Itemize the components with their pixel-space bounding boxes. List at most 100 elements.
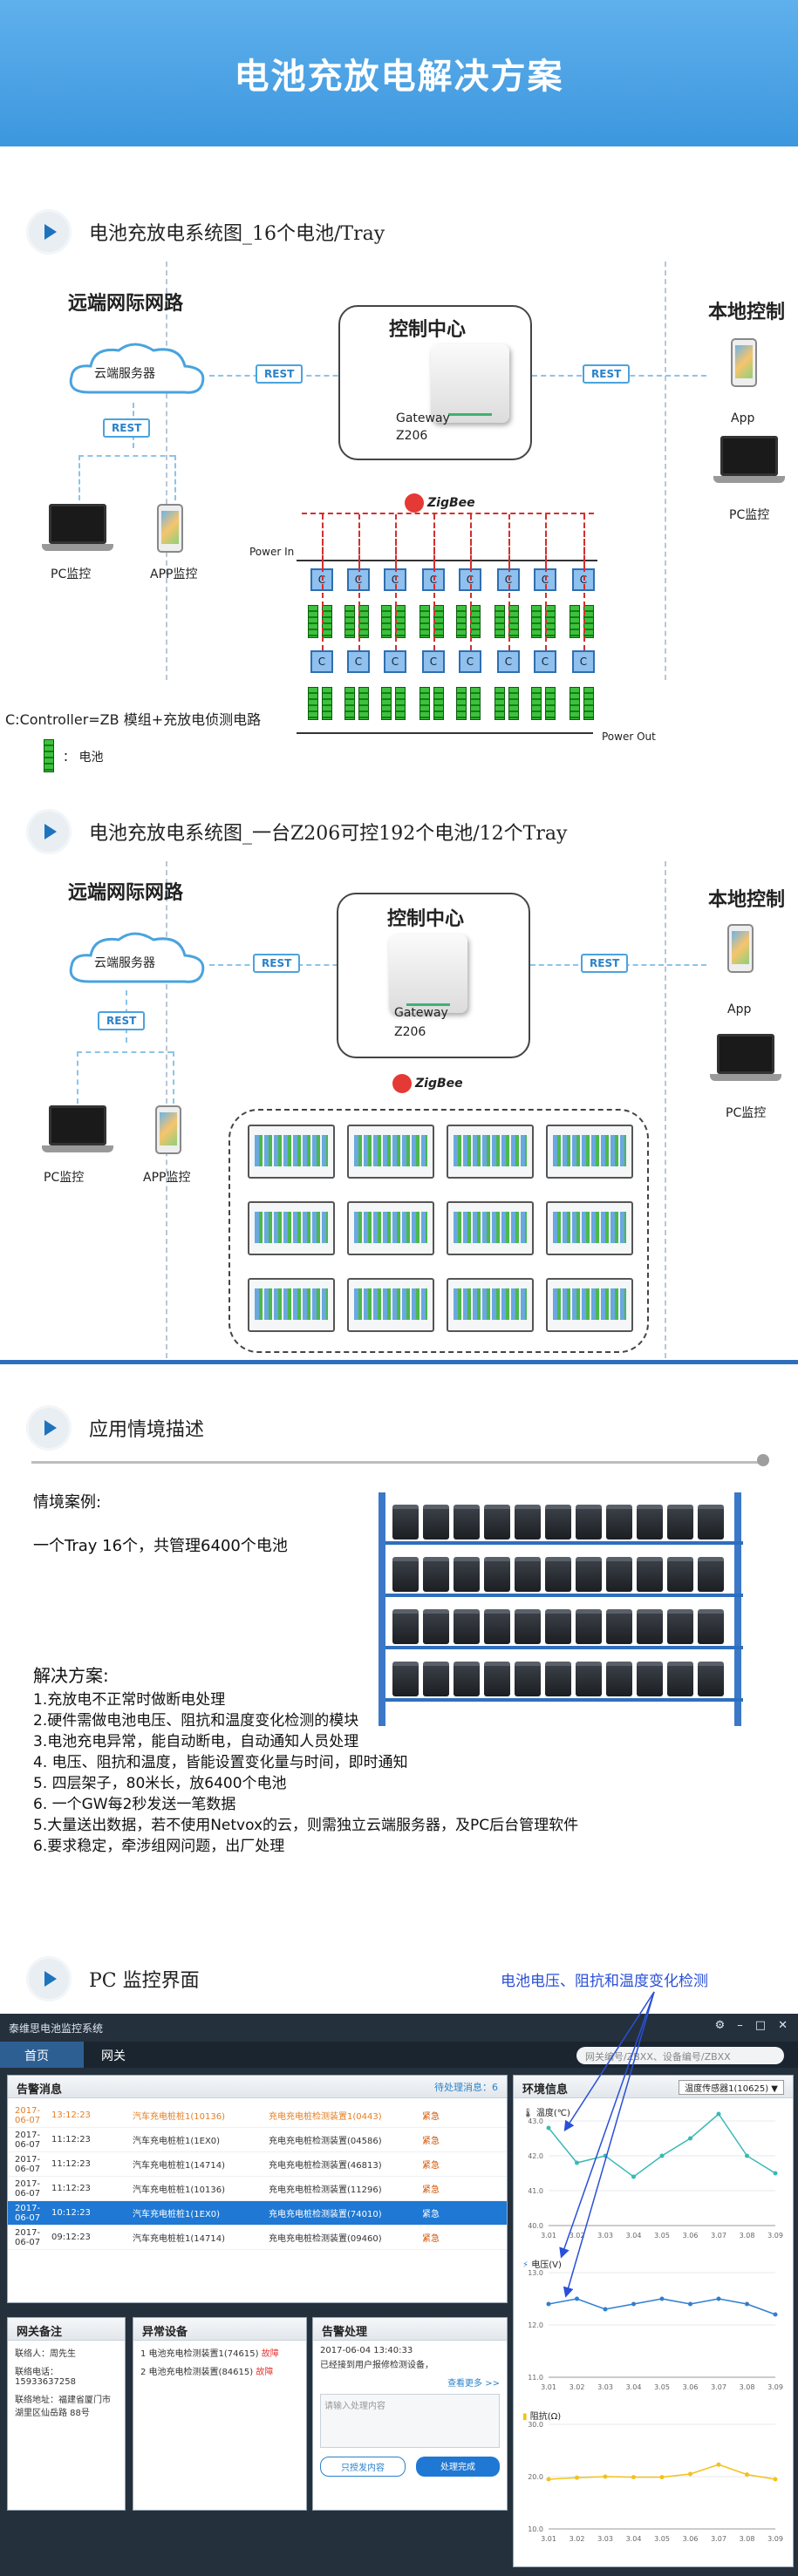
battery-icon [322,687,332,720]
control-center-label: 控制中心 [389,319,467,341]
battery-tray [248,1201,335,1255]
nav-gateway-tab[interactable]: 网关 [101,2047,126,2064]
nav-gateway-label: 网关 [101,2049,126,2063]
remote-network-label: 远端网际网路 [68,882,184,904]
data-point [716,2462,721,2467]
y-tick-label: 10.0 [528,2525,543,2533]
phone-icon [155,1105,181,1154]
maximize-icon[interactable]: □ [754,2019,767,2032]
gateway-model: Z206 [394,1025,426,1039]
alarm-lvl: 紧急 [422,2185,440,2195]
settings-icon[interactable]: ⚙ [714,2019,726,2032]
x-tick-label: 3.08 [740,2535,755,2543]
section3-title: 应用情境描述 [89,1419,205,1441]
y-tick-label: 43.0 [528,2117,543,2125]
controller-box: C [459,650,481,673]
controller-box: C [534,650,556,673]
shelf-pole-left [379,1492,385,1726]
data-point [659,2153,665,2158]
save-content-button[interactable]: 只授发内容 [320,2457,406,2477]
laptop-icon [713,436,785,488]
zigbee-link [395,514,397,650]
shelf-row [385,1501,743,1545]
battery-icon [456,605,467,638]
section2-header: 电池充放电系统图_一台Z206可控192个电池/12个Tray [26,809,567,854]
abnormal-row[interactable]: 2 电池充电检测装置(84615) 故障 [140,2364,299,2377]
zigbee-logo: ZigBee [392,1074,463,1093]
alarm-date: 2017-06-07 [15,2105,41,2125]
phone-icon [731,338,757,387]
link-branch [78,455,174,457]
legend-battery: ： 电池 [63,751,104,765]
alarm-src: 汽车充电桩桩1(14714) [133,2161,225,2171]
data-point [688,2301,692,2307]
solution-item: 4. 电压、阻抗和温度，皆能设置变化量与时间，即时通知 [33,1754,408,1771]
pc-monitor-label: PC监控 [44,1171,85,1185]
section3-header: 应用情境描述 [26,1405,204,1451]
battery-icon [419,605,430,638]
battery-icon [494,605,505,638]
battery-icon [531,605,542,638]
contact-title: 网关备注 [8,2318,125,2341]
done-button[interactable]: 处理完成 [416,2457,500,2477]
x-tick-label: 3.07 [711,2232,726,2240]
remote-network-label: 远端网际网路 [68,293,184,315]
search-input[interactable]: 网关编号/ZBXX、设备编号/ZBXX [576,2047,784,2064]
callout-arrows [559,1991,655,2298]
section4-title: PC 监控界面 [89,1970,200,1992]
laptop-icon [42,504,113,556]
x-tick-label: 3.09 [767,2232,783,2240]
local-control-label: 本地控制 [708,302,786,323]
rest-badge: REST [256,364,304,384]
zigbee-logo: ZigBee [405,493,475,513]
solution-item: 5. 四层架子，80米长，放6400个电池 [33,1775,287,1792]
handle-input[interactable]: 请输入处理内容 [320,2394,500,2448]
sensor-select-value: 温度传感器1(10625) [685,2084,769,2094]
abnormal-no: 1 [140,2349,149,2359]
zigbee-label: ZigBee [415,1077,463,1091]
section-divider [0,1360,798,1364]
controller-box: C [572,650,595,673]
alarm-src: 汽车充电桩桩1(10136) [133,2185,225,2195]
abnormal-row[interactable]: 1 电池充电检测装置1(74615) 故障 [140,2346,299,2359]
alarm-dev: 充电充电桩检测装置(74010) [269,2210,382,2219]
battery-icon [44,739,54,772]
shelf-pole-right [734,1492,741,1726]
abnormal-state: 故障 [261,2349,279,2359]
zigbee-bus [302,513,594,516]
rest-badge: REST [253,954,301,973]
x-tick-label: 3.05 [654,2383,670,2391]
abnormal-no: 2 [140,2368,149,2377]
handle-more-link[interactable]: 查看更多 >> [447,2379,500,2389]
battery-tray [546,1278,633,1332]
legend-controller: C:Controller=ZB 模组+充放电侦测电路 [5,711,262,728]
battery-icon [395,687,406,720]
x-tick-label: 3.05 [654,2535,670,2543]
controller-box: C [384,650,406,673]
laptop-icon [710,1034,781,1086]
sensor-select[interactable]: 温度传感器1(10625) ▼ [679,2080,784,2095]
alarm-lvl: 紧急 [422,2112,440,2122]
divider-right [665,861,666,1358]
x-tick-label: 3.01 [541,2383,556,2391]
data-point [631,2475,636,2480]
nav-home-tab[interactable]: 首页 [0,2042,84,2068]
alarm-pending[interactable]: 待处理消息：6 [434,2082,498,2093]
y-tick-label: 42.0 [528,2152,543,2160]
close-icon[interactable]: ✕ [778,2019,788,2032]
alarm-lvl: 紧急 [422,2161,440,2171]
minimize-icon[interactable]: – [737,2019,743,2032]
x-tick-label: 3.06 [683,2535,699,2543]
data-point [659,2475,665,2480]
x-tick-label: 3.02 [570,2383,585,2391]
banner-title: 电池充放电解决方案 [234,57,564,97]
alarm-time: 11:12:23 [51,2159,91,2169]
data-point [546,2477,551,2482]
